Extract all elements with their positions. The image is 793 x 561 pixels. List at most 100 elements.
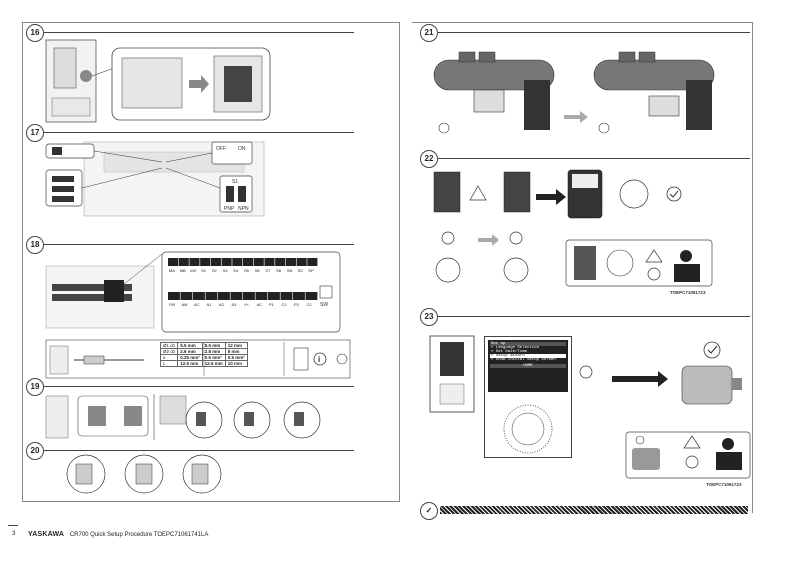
step-23-drive [429,335,475,413]
terminal-block [168,258,179,266]
step-badge-19: 19 [26,378,44,396]
right-panel [412,22,753,513]
terminal-label: S7 [265,268,271,273]
terminal-label: AM [182,302,188,307]
table-cell: 10 mm [224,360,248,367]
terminal-block [218,292,230,300]
step-17-figure: OFF ON S1 PNP NPN [45,141,265,217]
terminal-block [305,292,318,300]
table-cell: 12.5 mm [177,360,203,367]
npn-label: NPN [238,206,249,212]
terminal-block [180,292,193,300]
sw-label: SW [320,302,328,308]
terminal-label: C1 [282,302,288,307]
menu-item[interactable]: » Show Initial Setup Screen [491,358,556,362]
terminal-block [189,258,200,266]
step-rule-16 [44,32,354,33]
terminal-label: AC [194,302,200,307]
terminal-block [232,258,243,266]
step-rule-17 [44,132,354,133]
terminal-label: FM [169,302,175,307]
on-label: ON [238,146,246,152]
step-19-figure [45,394,321,440]
terminal-label: S8 [276,268,282,273]
terminal-block [275,258,286,266]
table-cell: 0.5 mm² [224,354,248,361]
terminal-block [285,258,296,266]
svg-text:i: i [318,355,320,364]
footer: YASKAWA CR700 Quick Setup Procedure TOEP… [28,531,208,538]
terminal-label: P2 [294,302,300,307]
terminal-label: S3 [223,268,229,273]
terminal-block [193,292,205,300]
table-cell: Ø2 d2 [159,348,179,355]
step-badge-17: 17 [26,124,44,142]
pnp-label: PNP [224,206,235,212]
terminal-block [307,258,318,266]
terminal-label: MC [190,268,196,273]
step-badge-21: 21 [420,24,438,42]
terminal-label: C2 [307,302,313,307]
terminal-block [210,258,221,266]
terminal-label: SN [287,268,293,273]
table-cell: L [159,360,179,367]
step-badge-16: 16 [26,24,44,42]
keypad-menu-footer: HOME [490,364,566,368]
off-label: OFF [216,146,226,152]
terminal-block [178,258,189,266]
terminal-block [243,258,254,266]
footer-brand: YASKAWA [28,531,65,538]
terminal-label: A2 [219,302,225,307]
terminal-label: S6 [255,268,261,273]
table-cell: Ø1 d1 [159,342,179,349]
page-number: 3 [12,531,16,537]
terminal-block [221,258,232,266]
step-rule-23 [438,316,750,317]
done-check-icon: ✓ [420,502,438,520]
terminal-label: AC [257,302,263,307]
step-20-figure [66,454,222,494]
terminal-block [168,292,180,300]
terminal-block [293,292,305,300]
terminal-label: SP [308,268,314,273]
terminal-label: S4 [233,268,239,273]
terminal-label: S1 [201,268,207,273]
step-16-figure [45,39,271,123]
menu-item[interactable]: » Set Date/Time [491,350,528,354]
s1-label: S1 [232,179,238,185]
footer-text: CR700 Quick Setup Procedure TOEPC7106174… [69,532,209,538]
terminal-block [243,292,255,300]
step-badge-22: 22 [420,150,438,168]
terminal-label: MA [169,268,175,273]
step-badge-20: 20 [26,442,44,460]
step-21-figure [433,51,715,134]
terminal-label: V+ [244,302,250,307]
terminal-label: A1 [207,302,213,307]
step-23-figure [579,341,751,479]
terminal-block [253,258,264,266]
end-bar [440,506,748,514]
doc-code-23: TOEPC71061723 [706,482,742,487]
terminal-block [268,292,280,300]
terminal-label: S2 [212,268,218,273]
menu-item[interactable]: » Language Selection [491,346,540,350]
menu-item[interactable]: » Setup Wizard [490,354,566,358]
keypad-screen: Set up » Language Selection» Set Date/Ti… [488,340,568,392]
step-rule-18 [44,244,354,245]
keypad-menu-header: Set up [490,342,566,346]
step-badge-23: 23 [420,308,438,326]
table-cell: 12.5 mm [201,360,226,367]
step-rule-19 [44,386,354,387]
keypad-menu-list: » Language Selection» Set Date/Time» Set… [490,346,566,362]
terminal-block [280,292,293,300]
terminal-block [200,258,211,266]
terminal-block [255,292,268,300]
left-panel [22,22,400,502]
terminal-block [264,258,275,266]
step-rule-20 [44,450,354,451]
terminal-label: A3 [232,302,238,307]
keypad-dial [503,404,553,454]
